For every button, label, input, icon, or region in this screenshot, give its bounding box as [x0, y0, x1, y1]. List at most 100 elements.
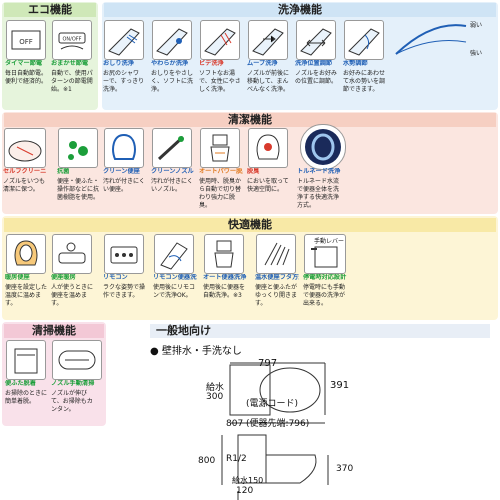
auto-eco-icon: ON/OFF [58, 32, 86, 50]
dim-300: 300 [206, 392, 224, 402]
dim-391: 391 [330, 380, 350, 391]
clean-label-2: クリーン便座 [103, 168, 140, 175]
cleaning-tile-1 [52, 340, 102, 380]
cleaning-desc-1: ノズルが伸びて、お掃除もカンタン。 [51, 390, 93, 413]
clean-nozzle-icon [157, 135, 185, 161]
cleaning-tile-0 [6, 340, 46, 380]
wash-tile-1 [152, 20, 192, 60]
comfort-tile-6 [304, 234, 346, 274]
comfort-desc-0: 便座を設定した温度に温めます。 [5, 284, 48, 307]
dim-120: 120 [236, 486, 254, 496]
cleaning-label-1: ノズル手動清掃 [51, 380, 95, 387]
wash-label-0: おしり洗浄 [103, 60, 134, 67]
cleaning-label-0: 便ふた脱着 [5, 380, 36, 387]
dimension-drawing [221, 362, 329, 500]
clean-desc-5: においを取って快適空間に。 [247, 178, 289, 193]
deodorize-icon [256, 134, 280, 160]
comfort-tile-0 [6, 234, 46, 274]
clean-label-6: トルネード洗浄 [297, 168, 341, 175]
wash-desc-1: おしりをやさしく、ソフトに洗浄。 [151, 70, 194, 93]
eco-label-0: タイマー節電 [5, 60, 43, 67]
comfort-label-1: 便座暖房 [51, 274, 76, 281]
wash-label-1: やわらか洗浄 [151, 60, 189, 67]
clean-tile-0 [4, 128, 46, 168]
comfort-tile-2 [104, 234, 144, 274]
comfort-desc-5: 便座と便ふたがゆっくり開きます。 [255, 284, 298, 307]
move-wash-icon [252, 28, 284, 56]
auto-deodorize-icon [210, 134, 230, 162]
clean-tile-3 [152, 128, 192, 168]
clean-tile-6 [300, 124, 346, 170]
supply-150: 給水150 [232, 476, 264, 485]
wash-desc-5: お好みにあわせて水の勢いを調節できます。 [343, 70, 386, 93]
spec-section-title: 一般地向け [150, 324, 490, 338]
clean-label-1: 抗菌 [57, 168, 70, 175]
comfort-tile-3 [154, 234, 194, 274]
timer-icon: OFF [11, 30, 41, 50]
wash-label-5: 水勢調節 [343, 60, 368, 67]
remote-icon [110, 246, 138, 264]
wash-label-2: ビデ洗浄 [199, 60, 224, 67]
eco-section-title: エコ機能 [4, 3, 96, 17]
clean-desc-2: 汚れが付きにくい便座。 [103, 178, 145, 193]
comfort-desc-2: ラクな姿勢で操作できます。 [103, 284, 146, 299]
wash-tile-4 [296, 20, 336, 60]
clean-seat-icon [112, 133, 136, 160]
comfort-label-3: リモコン便器洗浄 [153, 274, 197, 281]
comfort-label-6: 停電時対応設計 [303, 274, 347, 281]
soft-wash-icon [156, 28, 188, 56]
wash-tile-3 [248, 20, 288, 60]
auto-flush-icon [214, 240, 234, 268]
off-text: OFF [19, 38, 33, 46]
comfort-desc-3: 使用後にリモコンで洗浄OK。 [153, 284, 196, 299]
lid-detach-icon [14, 348, 38, 374]
wash-tile-0 [104, 20, 144, 60]
self-clean-icon [8, 140, 42, 162]
wash-desc-4: ノズルをお好みの位置に調節。 [295, 70, 338, 85]
on-off-text: ON/OFF [62, 37, 81, 43]
comfort-label-2: リモコン [103, 274, 128, 281]
dim-800: 800 [198, 456, 216, 466]
comfort-tile-4 [204, 234, 244, 274]
wash-desc-3: ノズルが前後に移動して、まんべんなく洗浄。 [247, 70, 290, 93]
clean-tile-4 [200, 128, 240, 168]
wash-label-3: ムーブ洗浄 [247, 60, 278, 67]
clean-desc-1: 便座・便ふた・操作部などに抗菌樹脂を使用。 [57, 178, 100, 201]
shower-icon [108, 28, 140, 56]
water-supply-label: 給水 [206, 383, 225, 393]
wash-desc-0: お尻のシャワーで、すっきり洗浄。 [103, 70, 145, 93]
eco-label-1: おまかせ節電 [51, 60, 89, 67]
clean-tile-1 [58, 128, 98, 168]
clean-label-5: 脱臭 [247, 168, 260, 175]
comfort-section-title: 快適機能 [4, 218, 496, 232]
comfort-tile-5 [256, 234, 296, 274]
remote-flush-icon [160, 242, 188, 270]
comfort-desc-1: 人が使うときに便座を温めます。 [51, 284, 94, 307]
pressure-adjust-icon [348, 28, 380, 56]
bidet-icon [204, 28, 236, 56]
clean-desc-3: 汚れが付きにくいノズル。 [151, 178, 193, 193]
clean-desc-6: トルネード水流で便器全体を洗浄する快適洗浄方式。 [297, 178, 340, 209]
nozzle-manual-icon [58, 350, 96, 370]
wash-section-title: 洗浄機能 [104, 3, 496, 17]
cleaning-section-title: 清掃機能 [4, 324, 104, 338]
clean-label-3: クリーンノズル [151, 168, 194, 175]
manual-lever-label: 手動レバー [314, 238, 345, 245]
comfort-label-5: 温水便座フタ方式 [255, 274, 299, 281]
position-adjust-icon [300, 28, 332, 56]
comfort-label-4: オート便器洗浄 [203, 274, 247, 281]
clean-label-0: セルフクリーニング [3, 168, 47, 175]
slow-close-icon [264, 242, 290, 266]
wash-tile-2 [200, 20, 240, 60]
wash-desc-2: ソフトなお湯で、女性にやさしく洗浄。 [199, 70, 241, 93]
tornado-wash-icon [305, 129, 341, 165]
eco-desc-0: 毎日自動節電。便利で経済的。 [5, 70, 48, 85]
eco-desc-1: 自動で、使用パターンの節電開始。※1 [51, 70, 93, 93]
comfort-desc-6: 停電時にも手動で便器の洗浄が出来る。 [303, 284, 346, 307]
comfort-label-0: 暖房便座 [5, 274, 30, 281]
wash-tile-5 [344, 20, 384, 60]
wash-label-4: 洗浄位置調節 [295, 60, 333, 67]
manual-lever-icon [311, 246, 338, 268]
cleaning-desc-0: お掃除のときに簡単着脱。 [5, 390, 48, 405]
seat-warm-icon [58, 242, 86, 264]
